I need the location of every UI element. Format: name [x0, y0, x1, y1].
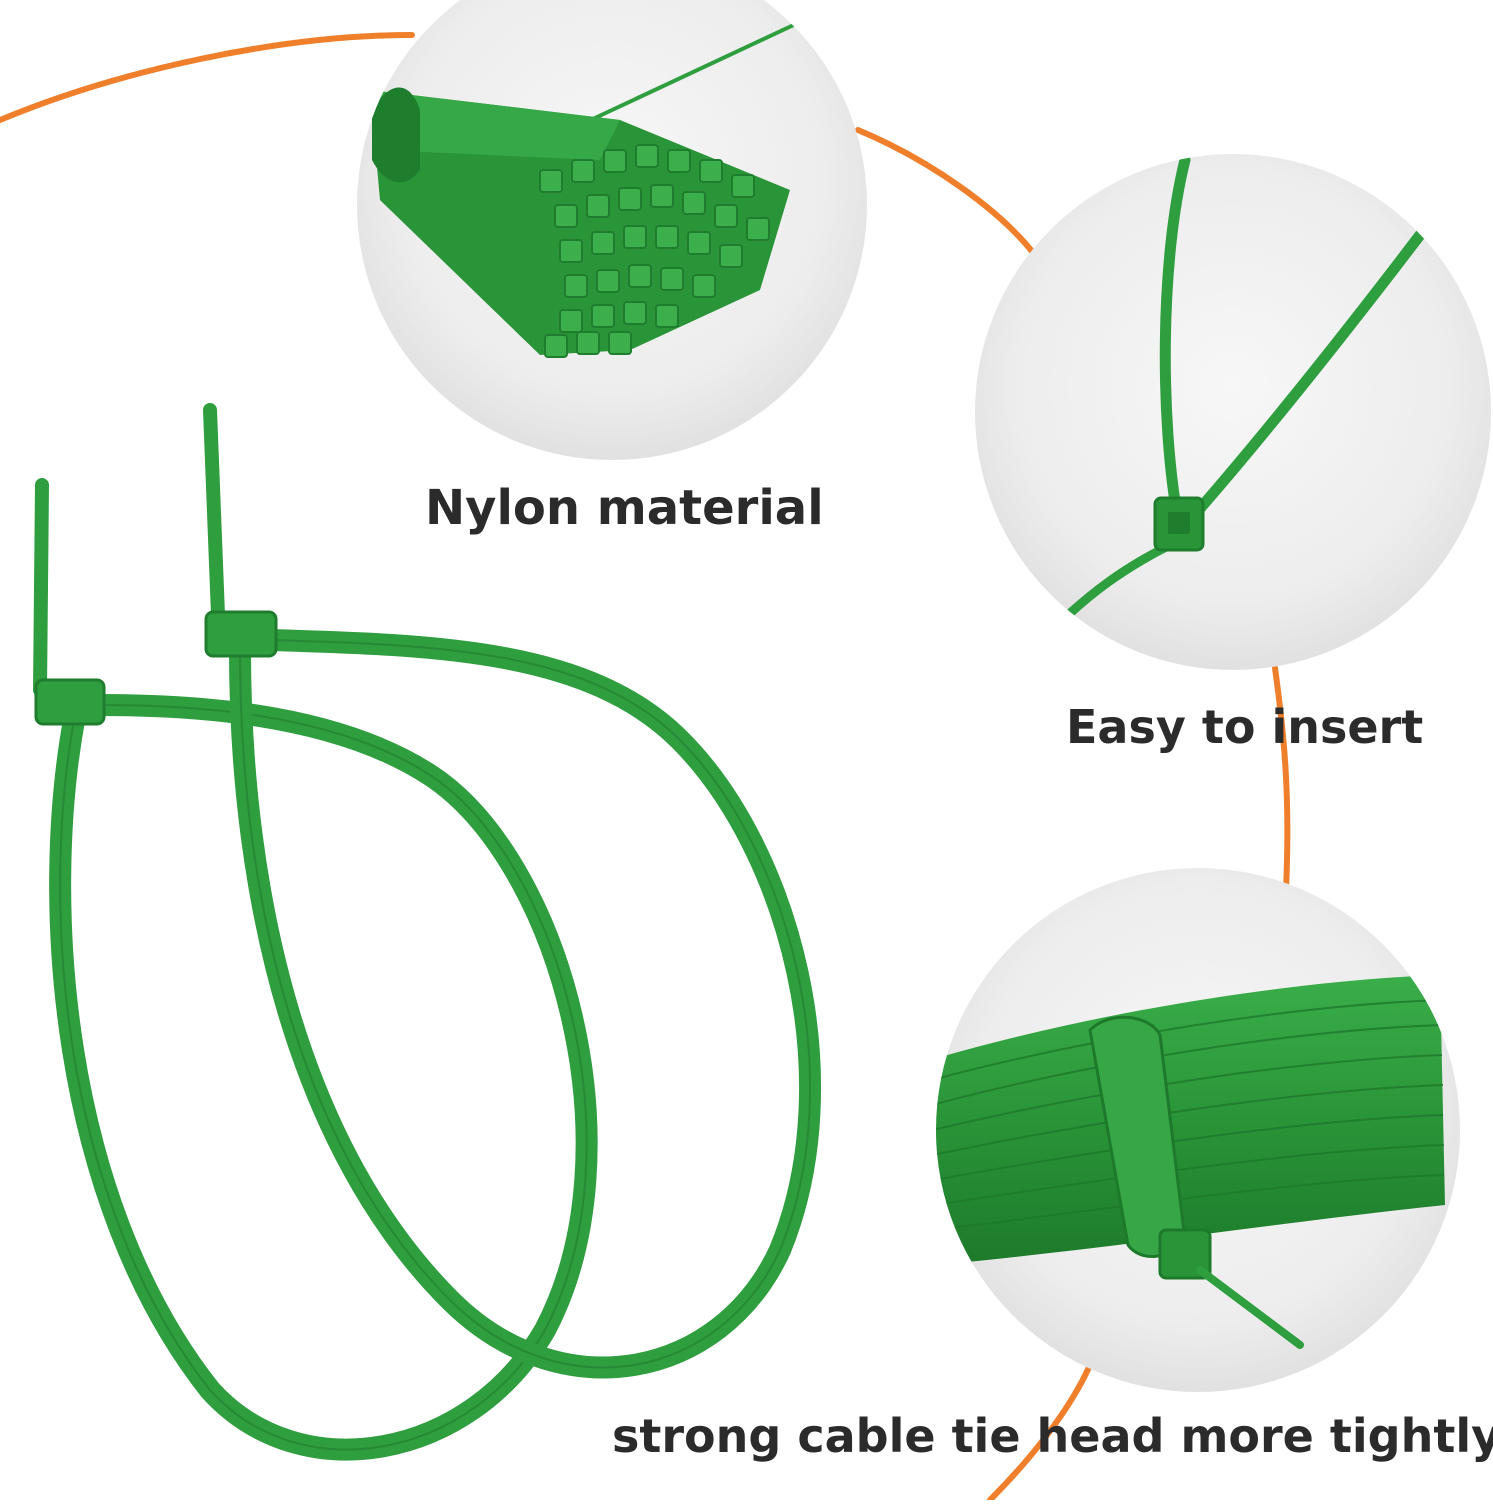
orange-accent-curve: [0, 32, 1291, 1503]
looped-ties-photo: [33, 403, 821, 1461]
single-tie-photo: [975, 154, 1491, 670]
bundle-side-photo: [936, 868, 1460, 1392]
bundle-heads-photo: [357, 0, 867, 460]
caption-nylon-material: Nylon material: [425, 480, 824, 536]
caption-easy-to-insert: Easy to insert: [1066, 700, 1424, 754]
caption-strong-head: strong cable tie head more tightly: [612, 1409, 1493, 1463]
